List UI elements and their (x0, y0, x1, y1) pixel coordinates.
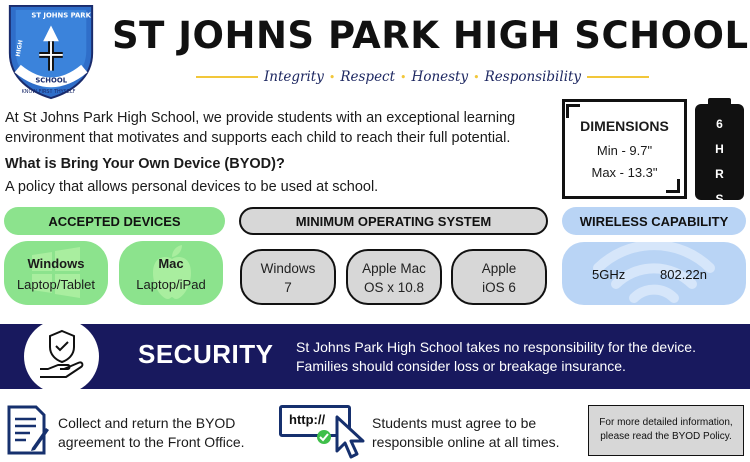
value-respect: Respect (340, 69, 396, 85)
security-banner (0, 324, 750, 389)
os-name: Windows (260, 261, 316, 276)
os-version: 7 (284, 280, 292, 295)
wireless-band: 5GHz (592, 267, 626, 282)
security-icon-circle (24, 319, 99, 394)
policy-note-box: For more detailed information, please re… (588, 405, 744, 456)
dimensions-corner-mark (566, 104, 580, 118)
battery-line: S (715, 192, 724, 206)
os-name: Apple Mac (362, 261, 426, 276)
os-card-ios: Apple iOS 6 (451, 249, 547, 305)
wireless-standard: 802.22n (660, 267, 707, 282)
school-values: Integrity • Respect • Honesty • Responsi… (195, 66, 650, 88)
minimum-os-heading: MINIMUM OPERATING SYSTEM (239, 207, 548, 235)
check-icon (317, 430, 331, 444)
device-sub: Laptop/Tablet (16, 277, 96, 292)
value-integrity: Integrity (263, 69, 324, 85)
dimensions-box: DIMENSIONS Min - 9.7" Max - 13.3" (562, 99, 687, 199)
os-card-mac: Apple Mac OS x 10.8 (346, 249, 442, 305)
dimensions-min: Min - 9.7" (596, 143, 653, 158)
device-card-windows: Windows Laptop/Tablet (4, 241, 108, 305)
security-disclaimer: St Johns Park High School takes no respo… (296, 339, 696, 374)
page-title: ST JOHNS PARK HIGH SCHOOL (112, 14, 749, 57)
wireless-card: 5GHz 802.22n (562, 242, 746, 305)
battery-line: 6 (716, 117, 723, 131)
os-version: OS x 10.8 (363, 280, 425, 295)
os-name: Apple (481, 261, 517, 276)
browser-url-icon (279, 405, 351, 437)
value-honesty: Honesty (411, 69, 469, 85)
os-card-windows: Windows 7 (240, 249, 336, 305)
apple-logo-icon (153, 245, 191, 299)
security-title: SECURITY (138, 339, 274, 369)
value-responsibility: Responsibility (484, 69, 582, 85)
byod-answer-text: A policy that allows personal devices to… (5, 179, 379, 195)
value-separator-dot: • (328, 70, 336, 84)
device-sub: Laptop/iPad (136, 277, 206, 292)
battery-icon (695, 104, 744, 200)
device-name: Windows (27, 256, 85, 271)
crest-bottom-text: SCHOOL (35, 76, 67, 84)
windows-logo-icon (32, 247, 80, 298)
dimensions-corner-mark (666, 179, 680, 193)
device-card-mac: Mac Laptop/iPad (119, 241, 223, 305)
os-version: iOS 6 (482, 280, 516, 295)
battery-cap (708, 98, 731, 106)
wireless-capability-heading: WIRELESS CAPABILITY (562, 207, 746, 235)
wifi-icon (593, 242, 715, 303)
byod-question-heading: What is Bring Your Own Device (BYOD)? (5, 156, 285, 172)
values-divider-left (195, 76, 258, 78)
school-crest-logo: ST JOHNS PARK HIGH SCHOOL KNOW FIRST THY… (8, 4, 94, 100)
shield-hand-icon (40, 329, 84, 378)
battery-life-label: 6 H R S (695, 112, 744, 212)
battery-line: H (715, 142, 724, 156)
value-separator-dot: • (400, 70, 407, 84)
document-pen-icon (7, 405, 49, 455)
device-name: Mac (158, 256, 184, 271)
battery-line: R (715, 167, 724, 181)
crest-motto-text: KNOW FIRST THYSELF (22, 89, 76, 95)
dimensions-max: Max - 13.3" (591, 165, 658, 180)
intro-paragraph: At St Johns Park High School, we provide… (5, 110, 516, 146)
agreement-instruction: Collect and return the BYOD agreement to… (58, 415, 245, 450)
value-separator-dot: • (473, 70, 480, 84)
crest-left-text: HIGH (16, 40, 25, 58)
online-responsibility-text: Students must agree to be responsible on… (372, 415, 560, 450)
values-divider-right (587, 76, 650, 78)
crest-name-text: ST JOHNS PARK (31, 12, 91, 20)
url-label: http:// (289, 412, 326, 427)
mouse-cursor-icon (335, 415, 365, 459)
dimensions-title: DIMENSIONS (580, 118, 669, 134)
accepted-devices-heading: ACCEPTED DEVICES (4, 207, 225, 235)
